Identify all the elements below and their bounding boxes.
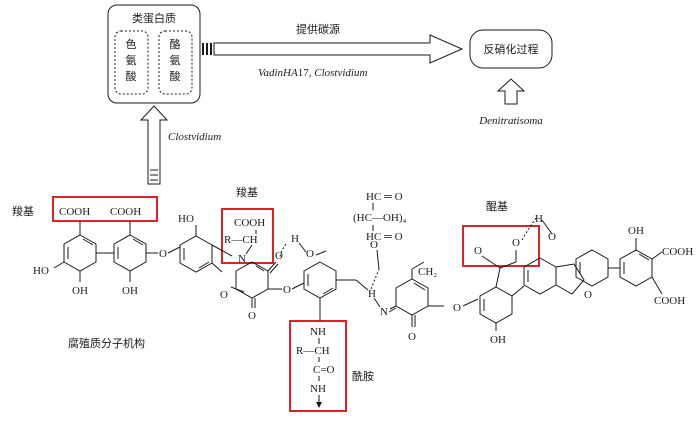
o-ether-3: O bbox=[453, 302, 461, 314]
ring-2 bbox=[113, 234, 147, 272]
o-quinone-3: O bbox=[474, 245, 482, 257]
oh-1: OH bbox=[72, 285, 88, 297]
oh-ring7: OH bbox=[490, 334, 506, 346]
acid-left-1: 色 bbox=[126, 37, 137, 51]
o-sugar: O bbox=[370, 239, 378, 251]
ch2: CH₂ bbox=[418, 266, 437, 278]
o-quinone-4: O bbox=[512, 237, 520, 249]
c-amide: C=O bbox=[313, 364, 335, 376]
acid-right-1: 酪 bbox=[170, 38, 181, 51]
oh-2: OH bbox=[122, 285, 138, 297]
o-ether-1: O bbox=[159, 248, 167, 260]
denitrification-box bbox=[469, 29, 553, 69]
cooh-4: COOH bbox=[662, 246, 693, 258]
o-ring8: O bbox=[548, 231, 556, 243]
ring-10 bbox=[619, 249, 653, 287]
o-ether-2: O bbox=[283, 284, 291, 296]
o-quinone-1: O bbox=[275, 250, 283, 262]
furan-ring bbox=[555, 263, 585, 295]
ring-5 bbox=[303, 261, 337, 299]
quinone-label: 醌基 bbox=[486, 200, 508, 213]
ho-1: HO bbox=[33, 265, 49, 277]
carbon-arrow bbox=[202, 34, 464, 64]
cooh-3: COOH bbox=[234, 217, 265, 229]
o-furan: O bbox=[584, 289, 592, 301]
amide-label: 酰胺 bbox=[352, 369, 374, 383]
upward-arrow bbox=[139, 105, 169, 185]
ho-2: HO bbox=[178, 213, 194, 225]
cooh-2: COOH bbox=[110, 206, 141, 218]
cooh-5: COOH bbox=[654, 295, 685, 307]
carboxyl-label-left: 羧基 bbox=[12, 204, 34, 218]
hc-oh-4: (HC—OH)₄ bbox=[353, 212, 406, 224]
r-ch-amide: R—CH bbox=[296, 345, 330, 357]
ch-center: H bbox=[368, 288, 376, 300]
hc-o-top: HC ═ O bbox=[366, 191, 403, 203]
tryptophan-box bbox=[114, 30, 149, 95]
o-ring6: O bbox=[408, 331, 416, 343]
n-1: N bbox=[238, 253, 246, 265]
r-ch: R—CH bbox=[224, 234, 258, 246]
cooh-1: COOH bbox=[59, 206, 90, 218]
highlight-carboxyl-mid bbox=[221, 208, 274, 264]
ring-3 bbox=[179, 235, 213, 273]
ring-4 bbox=[235, 261, 269, 299]
acid-right-3: 酸 bbox=[170, 69, 181, 83]
h-bond-1: H bbox=[291, 233, 299, 245]
nh-amide-2: NH bbox=[310, 383, 326, 395]
o-quinone-2: O bbox=[248, 310, 256, 322]
ring-9 bbox=[575, 249, 609, 287]
highlight-carboxyl-left bbox=[52, 196, 158, 222]
denitrification-label: 反硝化过程 bbox=[484, 42, 539, 56]
molecule-caption: 腐殖质分子机构 bbox=[68, 336, 145, 350]
acid-left-2: 氨 bbox=[126, 54, 137, 67]
carbon-organisms-a: VadinHA17, Clostvidium bbox=[258, 67, 367, 79]
acid-right-2: 氨 bbox=[170, 54, 181, 67]
upward-organism: Clostvidium bbox=[168, 131, 221, 143]
nh-amide: NH bbox=[310, 326, 326, 338]
upward-arrow-hatch bbox=[150, 169, 158, 181]
hc-o-bottom: HC ═ O bbox=[366, 231, 403, 243]
protein-title: 类蛋白质 bbox=[132, 11, 176, 25]
oh-ring10: OH bbox=[628, 225, 644, 237]
n-2: N bbox=[380, 306, 388, 318]
ring-7 bbox=[479, 286, 513, 324]
highlight-quinone bbox=[462, 225, 540, 267]
denitri-organism: Denitratisoma bbox=[478, 115, 543, 127]
highlight-amide bbox=[289, 320, 347, 412]
h-bond-2: H bbox=[535, 213, 543, 225]
ring-6 bbox=[395, 278, 429, 316]
protein-box bbox=[107, 4, 201, 104]
carbon-source-label: 提供碳源 bbox=[296, 22, 340, 36]
ring-1 bbox=[63, 234, 97, 272]
o-methoxy: O bbox=[306, 248, 314, 260]
denitri-up-arrow bbox=[496, 78, 526, 105]
acid-left-3: 酸 bbox=[126, 69, 137, 83]
o-bridge: O bbox=[220, 289, 228, 301]
tyrosine-box bbox=[158, 30, 193, 95]
carboxyl-label-mid: 羧基 bbox=[236, 185, 258, 199]
